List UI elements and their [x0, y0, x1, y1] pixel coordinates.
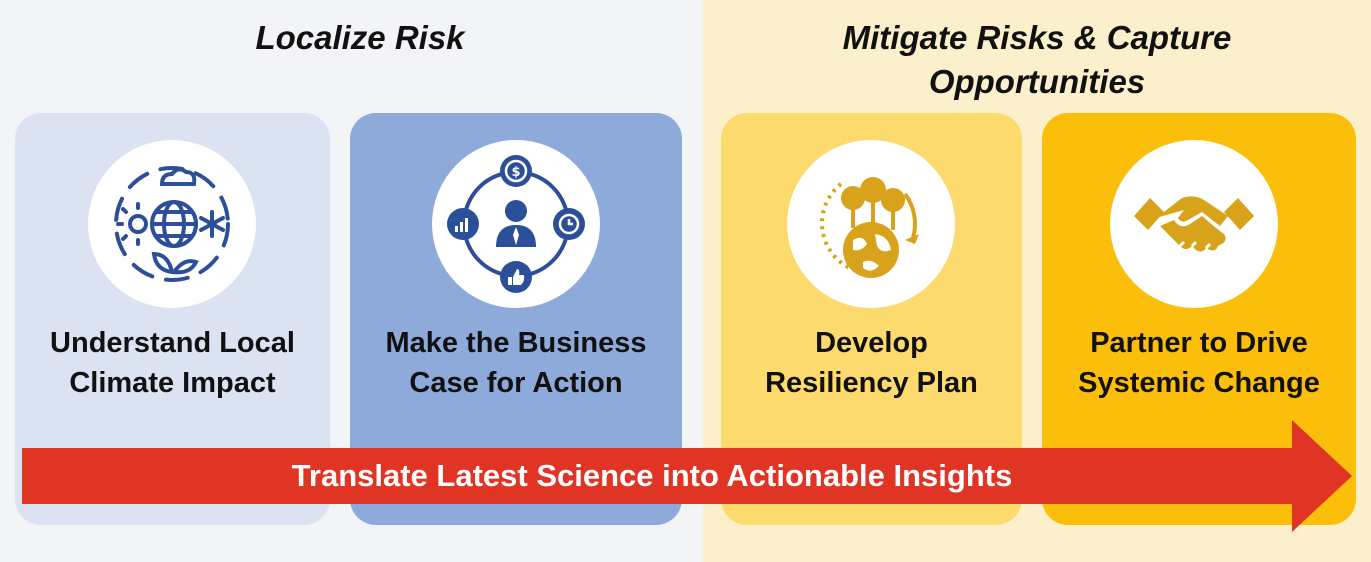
card-label: Partner to Drive Systemic Change — [1042, 323, 1356, 403]
climate-weather-icon — [114, 166, 230, 282]
card-label-line1: Understand Local — [50, 327, 295, 359]
card-label-line1: Develop — [815, 327, 928, 359]
card-label-line1: Make the Business — [385, 327, 647, 359]
card-label-line2: Case for Action — [409, 367, 623, 399]
icon-circle — [88, 140, 256, 308]
heading-mitigate-line1: Mitigate Risks & Capture — [842, 19, 1232, 56]
handshake-icon — [1134, 196, 1254, 252]
resiliency-globe-trees-icon — [820, 177, 919, 278]
card-label-line2: Systemic Change — [1078, 367, 1320, 399]
heading-localize-risk: Localize Risk — [255, 19, 465, 56]
card-label-line2: Resiliency Plan — [765, 367, 978, 399]
translate-science-arrow — [22, 420, 1352, 532]
card-label: Make the Business Case for Action — [350, 323, 682, 403]
icon-circle: $ — [432, 140, 600, 308]
business-case-icon: $ — [447, 155, 585, 293]
icon-circle — [787, 140, 955, 308]
arrow-label: Translate Latest Science into Actionable… — [291, 458, 1013, 493]
card-label: Understand Local Climate Impact — [15, 323, 330, 403]
card-label: Develop Resiliency Plan — [721, 323, 1022, 403]
svg-text:$: $ — [511, 165, 520, 180]
heading-mitigate-line2: Opportunities — [928, 63, 1146, 100]
icon-circle — [1110, 140, 1278, 308]
card-label-line1: Partner to Drive — [1090, 327, 1308, 359]
heading-mitigate-risks: Mitigate Risks & Capture Opportunities — [703, 16, 1371, 104]
card-label-line2: Climate Impact — [69, 367, 276, 399]
